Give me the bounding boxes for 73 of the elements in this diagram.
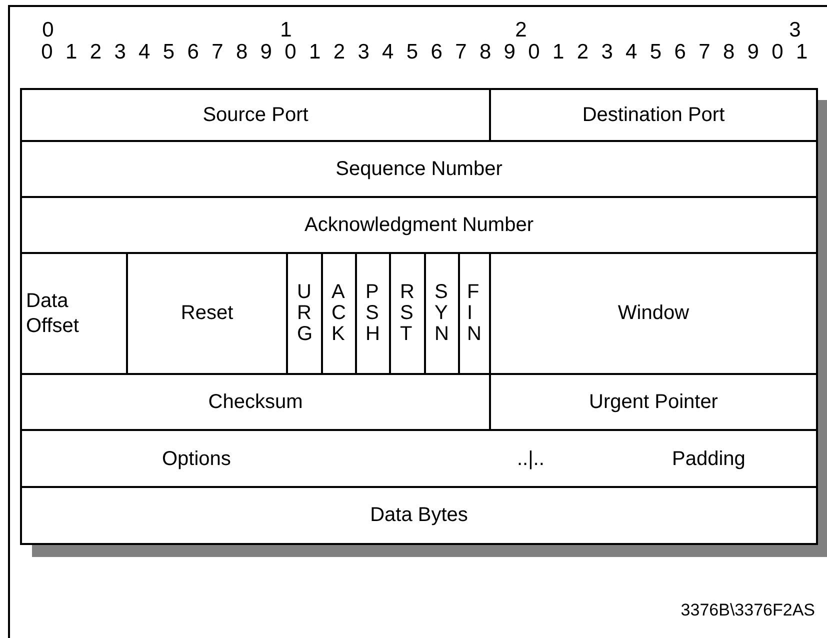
bit-number: 0 [284, 42, 296, 62]
flag-cell [321, 252, 357, 375]
field-label: Acknowledgment Number [304, 212, 534, 238]
bit-number: 5 [650, 42, 662, 62]
field-cell [20, 486, 818, 545]
bit-number: 1 [309, 42, 321, 62]
field-cell [126, 252, 288, 375]
flag-cell [389, 252, 426, 375]
field-cell [20, 196, 818, 254]
flag-cell [286, 252, 323, 375]
bit-number: 4 [138, 42, 150, 62]
bit-number: 3 [601, 42, 613, 62]
bit-number: 6 [430, 42, 442, 62]
bit-number: 3 [358, 42, 370, 62]
field-label: Window [616, 301, 690, 326]
bit-number: 9 [504, 42, 516, 62]
field-label: Urgent Pointer [588, 390, 719, 414]
flag-label: PSH [365, 282, 377, 345]
bit-number: 2 [576, 42, 589, 62]
field-label: Padding [672, 446, 746, 472]
bit-number: 1 [66, 42, 78, 62]
bit-number: 0 [528, 42, 540, 62]
flag-label: URG [296, 282, 308, 345]
bit-group-number: 1 [280, 20, 292, 40]
bit-number: 7 [455, 42, 467, 62]
bit-number: 1 [552, 42, 564, 62]
field-cell [20, 429, 818, 488]
bit-number: 8 [722, 42, 735, 62]
bit-number: 5 [162, 42, 175, 62]
field-label: Sequence Number [334, 156, 504, 182]
field-label: ..|.. [517, 446, 544, 472]
flag-label: FIN [466, 282, 478, 345]
bit-number: 8 [236, 42, 248, 62]
bit-group-number: 2 [515, 20, 527, 40]
bit-number: 6 [674, 42, 686, 62]
field-cell [20, 252, 128, 375]
bit-number: 3 [114, 42, 126, 62]
field-label: Options [162, 446, 231, 472]
field-cell [20, 373, 491, 431]
bit-number: 0 [772, 42, 784, 62]
bit-number: 1 [796, 42, 808, 62]
bit-number: 7 [698, 42, 710, 62]
bit-number: 5 [406, 42, 418, 62]
field-cell [20, 140, 818, 198]
flag-cell [424, 252, 460, 375]
bit-number: 7 [212, 42, 224, 62]
field-label: Source Port [202, 102, 310, 128]
bit-number: 2 [333, 42, 346, 62]
bit-number: 9 [260, 42, 272, 62]
field-cell [489, 88, 818, 142]
bit-number: 4 [382, 42, 394, 62]
bit-number: 8 [479, 42, 492, 62]
flag-label: SYN [434, 282, 446, 345]
bit-group-number: 0 [42, 20, 54, 40]
flag-cell [355, 252, 391, 375]
field-label: Data Offset [25, 288, 80, 338]
bit-number: 2 [90, 42, 102, 62]
flag-label: RST [400, 282, 412, 345]
field-label: Reset [180, 301, 234, 326]
figure-id: 3376B\3376F2AS [680, 599, 815, 622]
field-cell [20, 88, 491, 142]
field-cell [489, 373, 818, 431]
bit-number: 6 [187, 42, 199, 62]
bit-group-number: 3 [789, 20, 801, 40]
field-label: Data Bytes [369, 503, 469, 528]
field-label: Checksum [207, 390, 304, 414]
flag-label: ACK [331, 282, 343, 345]
bit-number: 0 [41, 42, 53, 62]
bit-number: 9 [747, 42, 759, 62]
flag-cell [458, 252, 491, 375]
bit-number: 4 [626, 42, 638, 62]
field-cell [489, 252, 818, 375]
field-label: Destination Port [581, 102, 726, 128]
